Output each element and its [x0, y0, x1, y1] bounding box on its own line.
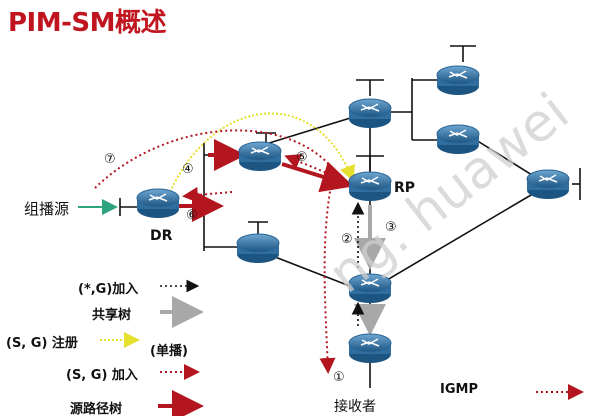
rp-label: RP — [394, 180, 416, 196]
router-upper-right-b — [436, 124, 480, 154]
step-7: ⑦ — [104, 152, 116, 167]
router-lower-left — [236, 233, 280, 263]
source-label: 组播源 — [24, 200, 70, 218]
router-far-right — [526, 169, 570, 199]
igmp-label: IGMP — [440, 382, 478, 397]
step-6: ⑥ — [186, 208, 198, 223]
legend-spt-label: 源路径树 — [70, 402, 123, 417]
legend-unicast-label: (单播) — [150, 344, 188, 359]
step-2: ② — [341, 232, 353, 247]
page-title: PIM-SM概述 — [8, 8, 167, 38]
router-dr — [136, 188, 180, 218]
step-1: ① — [333, 370, 345, 385]
legend-register-label: (S, G) 注册 — [6, 336, 78, 351]
sg-join-path — [94, 129, 345, 374]
router-rp — [348, 171, 392, 201]
receiver-label: 接收者 — [334, 399, 376, 415]
legend-shared-tree-label: 共享树 — [92, 308, 132, 323]
router-middle — [348, 273, 392, 303]
step-5: ⑤ — [296, 150, 308, 165]
legend-star-g-join-label: (*,G)加入 — [78, 282, 139, 297]
dr-label: DR — [150, 228, 173, 244]
step-3: ③ — [385, 220, 397, 235]
step-4: ④ — [182, 162, 194, 177]
router-upper-left — [238, 141, 282, 171]
legend-sg-join-label: (S, G) 加入 — [66, 368, 138, 383]
router-top — [348, 98, 392, 128]
router-receiver — [348, 333, 392, 363]
router-upper-right-a — [436, 65, 480, 95]
register-path — [169, 112, 355, 193]
